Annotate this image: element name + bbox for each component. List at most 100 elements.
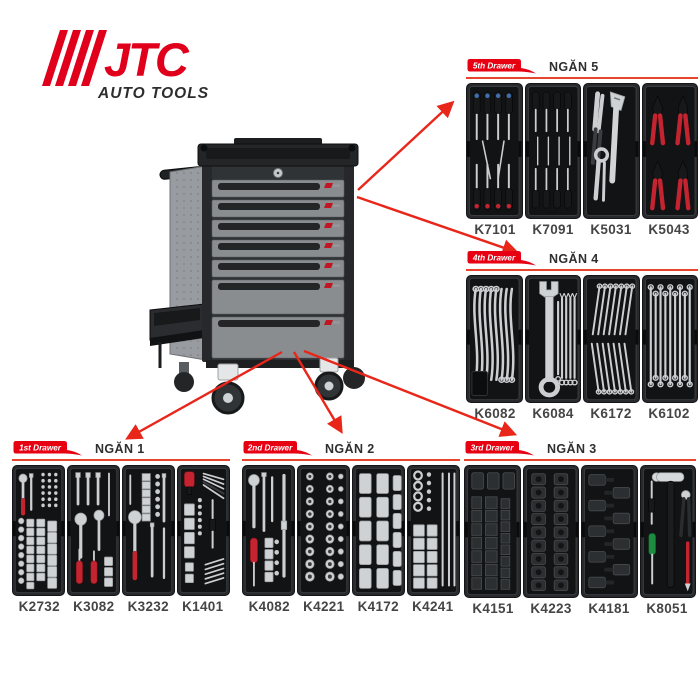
adjustable-wrench-pliers-icon	[584, 85, 639, 217]
drawer-front	[211, 179, 345, 198]
tool-tray	[242, 465, 295, 596]
tool-tray	[67, 465, 120, 596]
tool-tray	[639, 465, 696, 598]
offset-box-wrench-set-icon	[467, 277, 522, 401]
tray-code: K8051	[646, 601, 688, 616]
logo-subtitle-text: AUTO TOOLS	[97, 85, 209, 102]
socket-grid-icon	[298, 467, 349, 594]
tray-code: K6084	[532, 406, 574, 421]
tool-tray	[12, 465, 65, 596]
svg-text:2nd Drawer: 2nd Drawer	[247, 443, 293, 452]
group-header: 5th Drawer NGĂN 5	[466, 58, 698, 76]
group-header: 1st Drawer NGĂN 1	[12, 440, 230, 458]
tray-code: K4151	[472, 601, 514, 616]
logo-stripe	[55, 30, 81, 86]
deep-socket-set-icon	[353, 467, 404, 594]
tool-tray	[122, 465, 175, 596]
tool-tray	[352, 465, 405, 596]
tray-code: K6082	[474, 406, 516, 421]
tray-code: K5043	[648, 222, 690, 237]
hex-key-bit-set-icon	[178, 467, 229, 594]
logo-brand-text: JTC	[104, 33, 190, 86]
svg-text:4th Drawer: 4th Drawer	[472, 253, 516, 262]
tool-tray	[583, 83, 640, 219]
drawer-group-4: 4th Drawer NGĂN 4	[466, 250, 698, 421]
socket-extension-set-icon	[408, 467, 459, 594]
tool-tray	[464, 465, 521, 598]
tray-code: K6172	[590, 406, 632, 421]
group-header: 3rd Drawer NGĂN 3	[464, 440, 696, 458]
hammer-pliers-prybar-icon	[640, 467, 695, 596]
tray-code: K4221	[303, 599, 345, 614]
cabinet-post-right	[344, 164, 354, 362]
drawer-group-2: 2nd Drawer NGĂN 2	[242, 440, 460, 614]
socket-bit-assortment-icon	[13, 467, 64, 594]
screwdriver-set-black-icon	[525, 85, 580, 217]
drawer-banner: 4th Drawer	[467, 251, 536, 266]
svg-text:5th Drawer: 5th Drawer	[473, 61, 516, 70]
tool-cabinet	[149, 138, 365, 415]
combination-wrench-fan-icon	[584, 277, 639, 401]
drawer-banner: 2nd Drawer	[243, 441, 312, 456]
tray-code: K4223	[530, 601, 572, 616]
cabinet-drawers	[211, 179, 345, 359]
drawer-front-deep	[211, 279, 345, 315]
tray-row	[466, 83, 698, 219]
caster-front-left	[211, 363, 245, 415]
tray-row	[466, 275, 698, 403]
tray-code: K7101	[474, 222, 516, 237]
tool-tray	[524, 275, 581, 403]
tray-row	[12, 465, 230, 596]
tool-tray	[641, 83, 698, 219]
drawer-front	[211, 259, 345, 278]
drawer-title: NGĂN 5	[549, 60, 599, 74]
tool-tray	[466, 83, 523, 219]
logo-stripe	[68, 30, 94, 86]
drawer-front	[211, 239, 345, 258]
impact-socket-grid-icon	[523, 467, 578, 596]
drawer-front	[211, 219, 345, 238]
svg-text:3rd Drawer: 3rd Drawer	[471, 443, 515, 452]
tool-tray	[407, 465, 460, 596]
drawer-title: NGĂN 1	[95, 442, 145, 456]
cabinet-lock	[273, 168, 283, 178]
divider-line	[466, 77, 698, 79]
drawer-group-1: 1st Drawer NGĂN 1	[12, 440, 230, 614]
ratchet-breaker-bar-icon	[243, 467, 294, 594]
tray-code-row: K4082 K4221 K4172 K4241	[242, 599, 460, 614]
divider-line	[242, 459, 460, 461]
tool-tray	[177, 465, 230, 596]
tray-code: K3082	[73, 599, 115, 614]
tray-code-row: K4151 K4223 K4181 K8051	[464, 601, 696, 616]
tool-tray	[297, 465, 350, 596]
drawer-title: NGĂN 3	[547, 442, 597, 456]
jtc-logo: JTC AUTO TOOLS	[42, 30, 209, 102]
cabinet-top-tray	[197, 138, 359, 167]
drawer-banner: 1st Drawer	[13, 441, 82, 456]
tray-code: K5031	[590, 222, 632, 237]
cabinet-post-left	[202, 164, 212, 362]
cabinet-side-tray	[149, 303, 205, 368]
tool-tray	[583, 275, 640, 403]
tray-code: K4241	[412, 599, 454, 614]
tool-tray	[524, 83, 581, 219]
tray-code: K6102	[648, 406, 690, 421]
caster-rear-left	[174, 362, 194, 392]
drawer-group-3: 3rd Drawer NGĂN 3	[464, 440, 696, 616]
tool-tray	[641, 275, 698, 403]
svg-text:1st Drawer: 1st Drawer	[19, 443, 62, 452]
divider-line	[12, 459, 230, 461]
tray-code-row: K2732 K3082 K3232 K1401	[12, 599, 230, 614]
group-header: 4th Drawer NGĂN 4	[466, 250, 698, 268]
drawer-group-5: 5th Drawer NGĂN 5	[466, 58, 698, 237]
red-pliers-set-icon	[642, 85, 697, 217]
tool-tray	[466, 275, 523, 403]
tray-code: K4082	[248, 599, 290, 614]
ratchet-extension-set-icon	[68, 467, 119, 594]
tool-tray	[581, 465, 638, 598]
drawer-banner: 5th Drawer	[467, 59, 536, 74]
group-header: 2nd Drawer NGĂN 2	[242, 440, 460, 458]
combination-wrench-large-icon	[525, 277, 580, 401]
flare-nut-wrench-set-icon	[642, 277, 697, 401]
